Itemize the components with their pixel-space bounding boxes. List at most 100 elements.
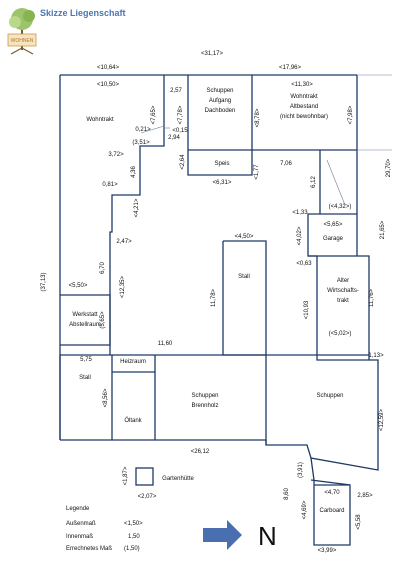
measure: (37,13)	[41, 272, 47, 291]
room-werkstatt-2: Abstellraum	[69, 322, 101, 328]
room-brennholz-1: Schuppen	[191, 393, 218, 399]
room-werkstatt-1: Werkstatt	[72, 312, 98, 318]
measure: 0,81>	[102, 182, 118, 188]
room-brennholz-2: Brennholz	[191, 403, 218, 409]
room-alt-3: (nicht bewohnbar)	[280, 114, 328, 120]
north-label: N	[258, 521, 277, 551]
legend-label: Außenmaß	[66, 521, 96, 527]
room-stall-low: Stall	[79, 375, 91, 381]
room-garage: Garage	[323, 236, 344, 242]
room-wohntrakt: Wohntrakt	[86, 117, 114, 123]
measure: <26,12	[191, 449, 210, 455]
measure: <17,96>	[279, 65, 302, 71]
walls	[59, 74, 379, 546]
measure: <5,65>	[324, 222, 343, 228]
room-oeltank: Öltank	[124, 417, 142, 424]
measure: (<5,02>)	[329, 331, 352, 337]
measure: <4,50>	[235, 234, 254, 240]
measures-horizontal: <31,17> <10,64> <17,96> <10,50> <11,30> …	[69, 51, 384, 554]
measure: <8,78>	[255, 108, 261, 127]
measure: <7,78>	[178, 105, 184, 124]
room-awt-2: Wirtschafts-	[327, 288, 359, 294]
measures-vertical: <7,65> <7,78> <8,78> <7,98> <2,64 <1,77 …	[41, 105, 392, 529]
measure: 2,94	[168, 135, 180, 141]
measure: (<4,32>)	[329, 204, 352, 210]
measure: (3,51>	[132, 140, 150, 146]
measure: <1,77	[254, 164, 260, 180]
legend-value: <1,50>	[124, 521, 143, 527]
measure: 7,06	[280, 161, 292, 167]
measure: 11,76>	[369, 288, 375, 307]
measure: 21,65>	[380, 220, 386, 239]
helper-lines	[140, 74, 392, 206]
legend-value: 1,50	[128, 534, 140, 540]
measure: 0,21>	[135, 127, 151, 133]
measure: <12,35>	[120, 275, 126, 298]
measure: <11,30>	[291, 82, 313, 88]
measure: <4,70	[324, 490, 340, 496]
room-heizraum: Heizraum	[120, 359, 146, 365]
logo-text: WOHNEN	[11, 38, 34, 44]
measure: <8,56>	[103, 388, 109, 407]
legend-value: (1,50)	[124, 546, 140, 552]
measure: 1,13>	[368, 353, 384, 359]
measure: <12,59>	[379, 408, 385, 431]
measure: 11,60	[158, 341, 173, 347]
measure: 11,78>	[211, 288, 217, 307]
measure: <4,02>	[297, 226, 303, 245]
measure: <5,50>	[69, 283, 88, 289]
legend-label: Innenmaß	[66, 534, 93, 540]
room-schuppen-1: Schuppen	[206, 88, 233, 94]
room-schuppen-right: Schuppen	[316, 393, 343, 399]
room-schuppen-2: Aufgang	[209, 98, 231, 104]
measure: 5,75	[80, 357, 92, 363]
measure: 4,36	[131, 166, 137, 178]
measure: <0,63	[296, 261, 312, 267]
legend-title: Legende	[66, 506, 90, 512]
room-speis: Speis	[214, 161, 229, 167]
room-schuppen-3: Dachboden	[205, 108, 236, 114]
measure: 3,72>	[108, 152, 124, 158]
north-arrow: N	[203, 520, 277, 551]
measure: <31,17>	[201, 51, 224, 57]
measure: <2,64	[180, 154, 186, 170]
measure: <5,58	[356, 514, 362, 530]
measure: <7,65>	[151, 105, 157, 124]
measure: <10,64>	[97, 65, 120, 71]
room-labels: Wohntrakt Schuppen Aufgang Dachboden Woh…	[69, 88, 359, 514]
room-gartenhuette: Gartenhütte	[162, 476, 194, 482]
measure: 2,85>	[357, 493, 373, 499]
measure: <4,21>	[134, 198, 140, 217]
measure: 6,70	[100, 262, 106, 274]
measure: (5,65>	[100, 311, 106, 329]
measure: <7,98>	[348, 105, 354, 124]
page-title: Skizze Liegenschaft	[40, 8, 126, 18]
measure: 2,57	[170, 88, 182, 94]
arrow-right-icon	[203, 520, 242, 550]
legend: Legende Außenmaß <1,50> Innenmaß 1,50 Er…	[66, 506, 143, 552]
room-carboard: Carboard	[319, 508, 344, 514]
measure: <1,87>	[123, 466, 129, 485]
measure: <2,07>	[138, 494, 157, 500]
measure: (3,91)	[298, 462, 304, 478]
room-alt-2: Altbestand	[290, 104, 318, 110]
room-awt-1: Alter	[337, 278, 349, 284]
measure: <1,33	[292, 210, 308, 216]
measure: 6,12	[311, 176, 317, 188]
measure: 8,60	[284, 488, 290, 500]
measure: <6,31>	[213, 180, 232, 186]
legend-label: Errechnetes Maß	[66, 546, 112, 552]
measure: <3,99>	[318, 548, 337, 554]
measure: <4,69>	[302, 500, 308, 519]
measure: <10,50>	[97, 82, 120, 88]
measure: <0,15	[172, 128, 188, 134]
measure: 29,70>	[386, 158, 392, 177]
room-awt-3: trakt	[337, 298, 349, 304]
room-alt-1: Wohntrakt	[290, 94, 318, 100]
room-stall-mid: Stall	[238, 274, 250, 280]
measure: 2,47>	[116, 239, 132, 245]
measure: <10,93	[304, 300, 310, 319]
logo: WOHNEN	[5, 4, 39, 56]
